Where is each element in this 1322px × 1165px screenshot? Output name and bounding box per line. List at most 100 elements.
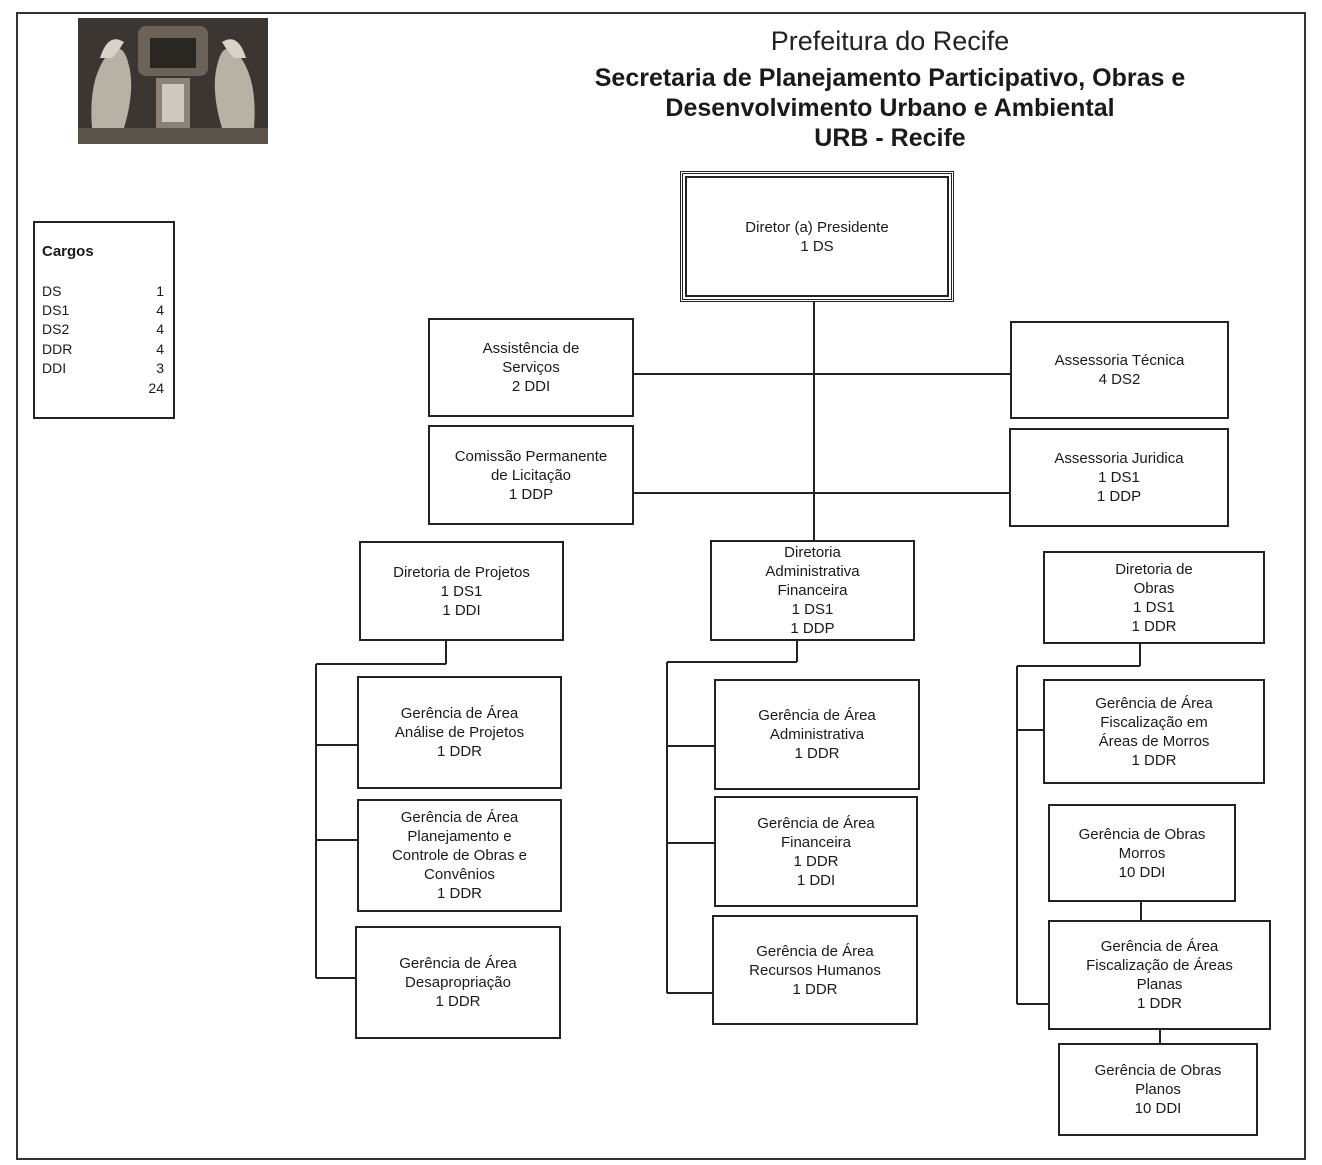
box-line: Gerência de Área: [758, 707, 876, 724]
box-line: 10 DDI: [1134, 1100, 1182, 1117]
box-comissao-licitacao: Comissão Permanente de Licitação 1 DDP: [428, 425, 634, 525]
box-line: Diretoria de: [1115, 560, 1193, 578]
box-line: Comissão Permanente: [454, 447, 608, 465]
legend-row: DDI 3: [42, 360, 164, 379]
page-frame: [16, 12, 1306, 1160]
box-line: 1 DDR: [794, 745, 840, 762]
box-line: 2 DDI: [511, 378, 551, 395]
box-line: Desapropriação: [405, 974, 511, 991]
box-line: 1 DDR: [1131, 617, 1177, 635]
legend-count: 24: [148, 380, 164, 396]
box-diretoria-obras: Diretoria de Obras 1 DS1 1 DDR: [1043, 551, 1265, 644]
legend-row: DS1 4: [42, 302, 164, 321]
box-line: 1 DDR: [436, 885, 482, 902]
box-line: Gerência de Área: [400, 705, 519, 722]
box-line: Gerência de Obras: [1078, 825, 1206, 843]
box-line: 1 DDP: [790, 620, 835, 637]
box-line: Planejamento e: [407, 828, 512, 845]
box-line: 1 DS1: [791, 601, 834, 618]
box-line: Gerência de Área: [400, 809, 519, 826]
box-gerencia-financeira: Gerência de Área Financeira 1 DDR 1 DDI: [714, 796, 918, 907]
box-line: Gerência de Área: [1100, 938, 1219, 955]
legend-code: DS1: [42, 302, 70, 318]
box-line: Gerência de Área: [756, 942, 874, 960]
box-diretoria-projetos: Diretoria de Projetos 1 DS1 1 DDI: [359, 541, 564, 641]
legend-count: 3: [156, 360, 164, 376]
box-line: Fiscalização de Áreas: [1086, 957, 1233, 974]
box-line: Administrativa: [769, 726, 865, 743]
box-assessoria-juridica: Assessoria Juridica 1 DS1 1 DDP: [1009, 428, 1229, 527]
box-gerencia-recursos-humanos: Gerência de Área Recursos Humanos 1 DDR: [712, 915, 918, 1025]
box-line: 1 DDP: [508, 485, 554, 503]
box-diretor-presidente: Diretor (a) Presidente 1 DS: [680, 171, 954, 302]
secretariat-title-line2: Desenvolvimento Urbano e Ambiental: [665, 94, 1115, 122]
box-line: 1 DDI: [442, 601, 481, 619]
box-gerencia-obras-planos: Gerência de Obras Planos 10 DDI: [1058, 1043, 1258, 1136]
legend-row: DDR 4: [42, 341, 164, 360]
legend-count: 4: [156, 321, 164, 337]
box-line: Assistência de: [482, 340, 580, 357]
box-line: Gerência de Área: [757, 814, 875, 832]
legend-title: Cargos: [42, 243, 94, 260]
box-line: 10 DDI: [1118, 863, 1166, 881]
box-line: 4 DS2: [1098, 371, 1141, 388]
box-line: 1 DDR: [435, 993, 481, 1010]
legend-code: DS2: [42, 321, 70, 337]
legend-code: DDI: [42, 360, 67, 376]
box-line: 1 DDR: [436, 743, 482, 760]
box-line: Administrativa: [765, 563, 860, 580]
legend-row: DS 1: [42, 283, 164, 302]
box-gerencia-desapropriacao: Gerência de Área Desapropriação 1 DDR: [355, 926, 561, 1039]
box-gerencia-fiscalizacao-planas: Gerência de Área Fiscalização de Áreas P…: [1048, 920, 1271, 1030]
box-line: Planas: [1136, 976, 1183, 993]
box-line: 1 DDR: [1131, 751, 1177, 769]
box-line: Análise de Projetos: [394, 724, 525, 741]
box-line: Gerência de Obras: [1094, 1062, 1222, 1079]
box-line: 1 DDR: [1136, 995, 1182, 1012]
box-gerencia-fiscalizacao-morros: Gerência de Área Fiscalização em Áreas d…: [1043, 679, 1265, 784]
box-line: 1 DDR: [792, 980, 838, 998]
legend-code: DDR: [42, 341, 73, 357]
box-line: de Licitação: [490, 466, 572, 484]
box-gerencia-analise-projetos: Gerência de Área Análise de Projetos 1 D…: [357, 676, 562, 789]
box-assessoria-tecnica: Assessoria Técnica 4 DS2: [1010, 321, 1229, 419]
legend-count: 1: [156, 283, 164, 299]
box-line: Diretoria: [784, 544, 841, 561]
box-line: Assessoria Técnica: [1054, 352, 1185, 369]
box-line: Assessoria Juridica: [1054, 450, 1184, 467]
coat-of-arms-logo: [78, 18, 268, 144]
box-line: 1 DDI: [796, 871, 836, 889]
legend-code: DS: [42, 283, 62, 299]
box-line: Diretor (a) Presidente: [745, 218, 889, 236]
box-line: Recursos Humanos: [749, 961, 881, 979]
box-line: Morros: [1118, 844, 1166, 862]
box-line: Controle de Obras e: [391, 847, 528, 864]
box-line: Áreas de Morros: [1098, 732, 1210, 750]
box-line: 1 DDR: [793, 852, 839, 870]
legend-count: 4: [156, 302, 164, 318]
box-line: Financeira: [780, 833, 852, 851]
box-line: Gerência de Área: [399, 955, 517, 972]
legend-count: 4: [156, 341, 164, 357]
box-line: Serviços: [502, 359, 560, 376]
box-line: Gerência de Área: [1095, 694, 1213, 712]
box-line: Obras: [1133, 579, 1175, 597]
box-assistencia-servicos: Assistência de Serviços 2 DDI: [428, 318, 634, 417]
cargos-legend: Cargos DS 1 DS1 4 DS2 4 DDR 4 DDI 3 24: [33, 221, 175, 419]
box-gerencia-planejamento-controle: Gerência de Área Planejamento e Controle…: [357, 799, 562, 912]
secretariat-title-line1: Secretaria de Planejamento Participativo…: [594, 64, 1186, 92]
box-line: 1 DDP: [1096, 488, 1142, 505]
box-line: Planos: [1135, 1081, 1181, 1098]
box-line: 1 DS1: [1133, 598, 1175, 616]
agency-title: URB - Recife: [814, 124, 966, 152]
box-diretoria-administrativa-financeira: Diretoria Administrativa Financeira 1 DS…: [710, 540, 915, 641]
box-line: Diretoria de Projetos: [393, 563, 530, 581]
box-line: 1 DS: [800, 237, 834, 255]
box-line: Fiscalização em: [1100, 713, 1208, 731]
box-line: 1 DS1: [1098, 469, 1140, 486]
box-gerencia-administrativa: Gerência de Área Administrativa 1 DDR: [714, 679, 920, 790]
box-line: Financeira: [777, 582, 848, 599]
box-line: Convênios: [424, 866, 495, 883]
legend-row: DS2 4: [42, 321, 164, 340]
